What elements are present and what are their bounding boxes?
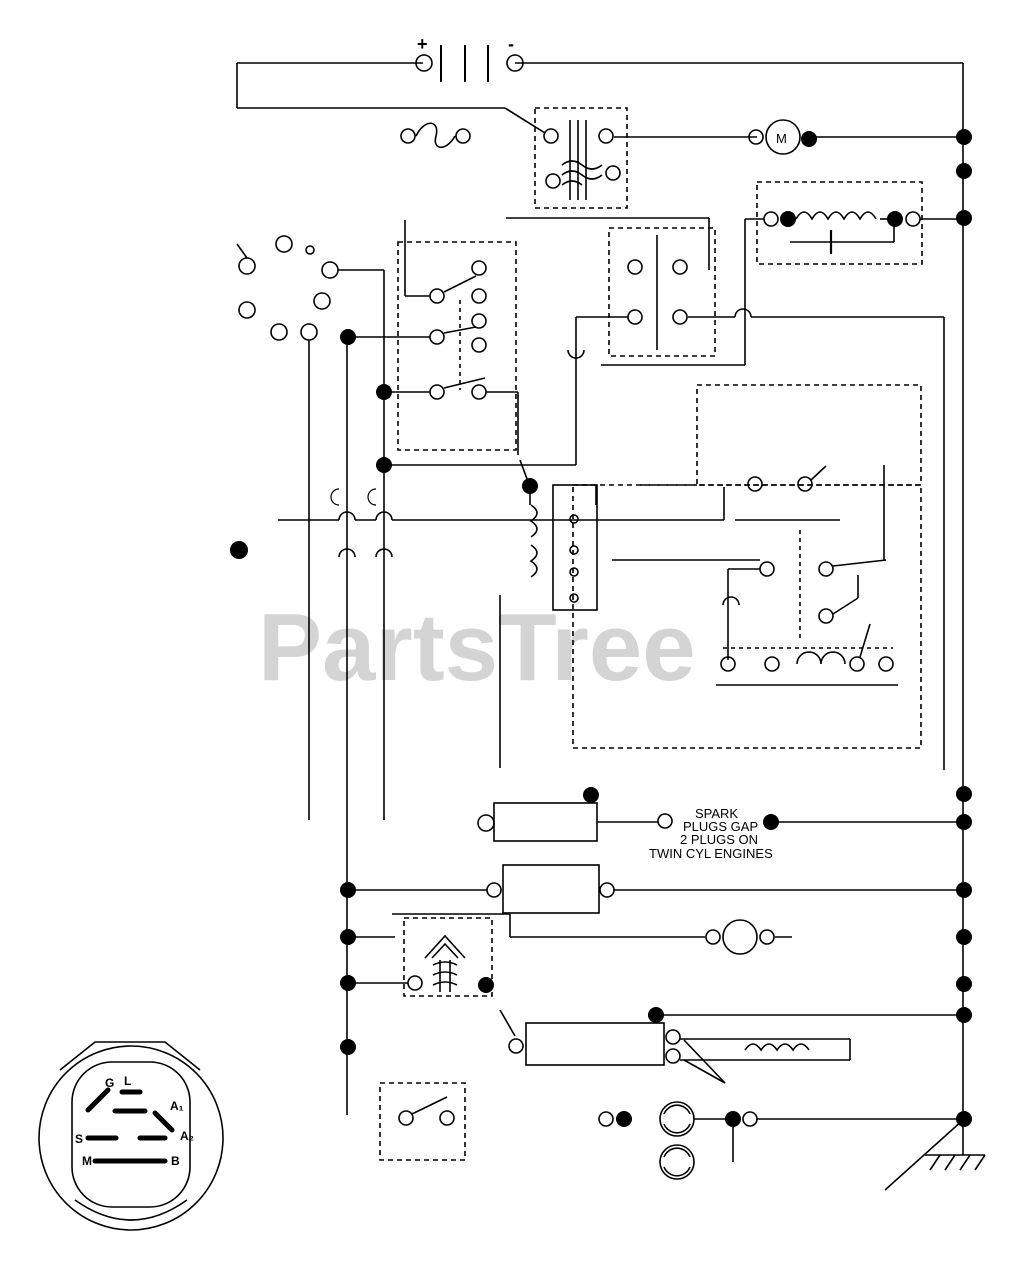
svg-text:SPARK: SPARK (695, 806, 738, 821)
control-module (529, 484, 598, 611)
svg-text:L: L (124, 1074, 131, 1088)
headlight-lamp (705, 919, 775, 955)
svg-text:TWIN CYL ENGINES: TWIN CYL ENGINES (649, 846, 773, 861)
svg-text:A₁: A₁ (170, 1099, 184, 1113)
svg-text:G: G (105, 1076, 114, 1090)
battery-symbol (415, 45, 524, 82)
charging-regulator-box (756, 181, 923, 265)
svg-text:PLUGS GAP: PLUGS GAP (683, 819, 758, 834)
pto-clutch (403, 917, 493, 997)
stator-coil (744, 1043, 810, 1052)
junction-dots (230, 129, 972, 1127)
seat-switch (379, 1082, 466, 1161)
ground-symbol (884, 1119, 986, 1191)
svg-text:M: M (82, 1154, 92, 1168)
ignition-switch-terminals (236, 235, 339, 341)
starter-motor (748, 119, 801, 155)
magneto-module (477, 802, 598, 842)
starter-solenoid (534, 107, 628, 209)
brake-switch-box (608, 227, 716, 357)
partstree-watermark: PartsTree (258, 594, 696, 701)
svg-text:2 PLUGS ON: 2 PLUGS ON (680, 832, 758, 847)
svg-text:S: S (75, 1132, 83, 1146)
safety-switch-assembly (572, 384, 922, 749)
spark-plug-label: SPARK PLUGS GAP 2 PLUGS ON TWIN CYL ENGI… (649, 806, 773, 861)
battery-minus-label: - (508, 34, 514, 54)
starter-motor-symbol: M (776, 131, 787, 146)
ignition-switch-diagram: G L A₁ S A₂ M B (38, 1041, 224, 1231)
svg-text:B: B (171, 1154, 180, 1168)
svg-text:A₂: A₂ (180, 1129, 194, 1143)
ammeter-gauge (598, 1101, 695, 1180)
fuel-solenoid (486, 864, 615, 914)
battery-plus-label: + (417, 34, 428, 54)
fuse-symbol (400, 122, 471, 149)
voltage-regulator (508, 1022, 681, 1066)
pto-relay-box (397, 220, 517, 451)
